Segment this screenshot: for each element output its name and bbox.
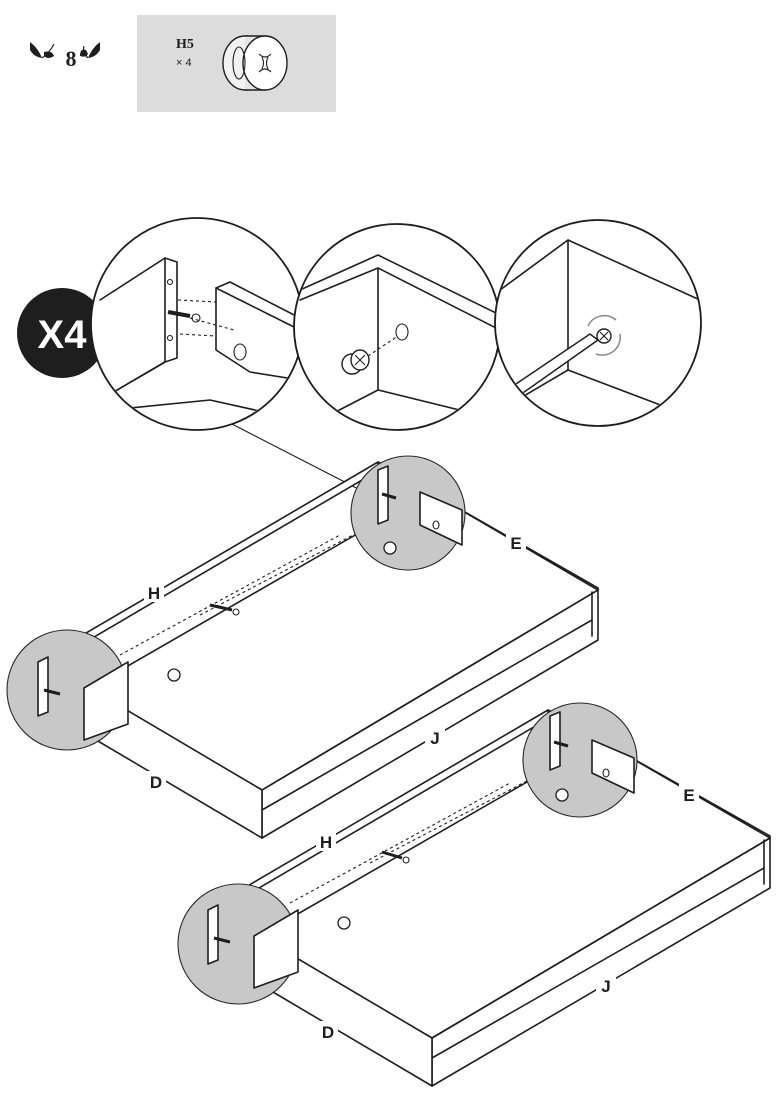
label-d-bottom: D xyxy=(322,1023,334,1042)
label-e-bottom: E xyxy=(683,786,694,805)
leaf-right-icon xyxy=(80,42,100,59)
label-e-top: E xyxy=(510,534,521,553)
parts-box: H5 × 4 xyxy=(137,15,336,112)
top-frame-unit: H E J D xyxy=(6,455,599,839)
cam-lock-fitting-icon xyxy=(222,35,288,91)
label-j-top: J xyxy=(430,729,439,748)
label-d-top: D xyxy=(150,773,162,792)
detail-circle-tighten xyxy=(494,219,702,427)
step-header: 8 xyxy=(30,42,100,71)
cam-fitting-icon xyxy=(341,349,370,375)
bottom-frame-unit: H E J D xyxy=(177,702,771,1087)
step-number: 8 xyxy=(66,46,77,71)
part-quantity: × 4 xyxy=(176,57,192,69)
panel-h-top xyxy=(39,461,387,665)
leaf-left-icon xyxy=(30,42,55,59)
detail-circle-insert xyxy=(90,217,304,431)
part-code: H5 xyxy=(176,37,194,52)
repeat-badge-text: X4 xyxy=(38,313,88,357)
label-h-top: H xyxy=(148,584,160,603)
label-h-bottom: H xyxy=(320,833,332,852)
detail-circle-place-cam xyxy=(293,223,501,431)
label-j-bottom: J xyxy=(601,977,610,996)
repeat-badge: X4 xyxy=(17,288,107,378)
